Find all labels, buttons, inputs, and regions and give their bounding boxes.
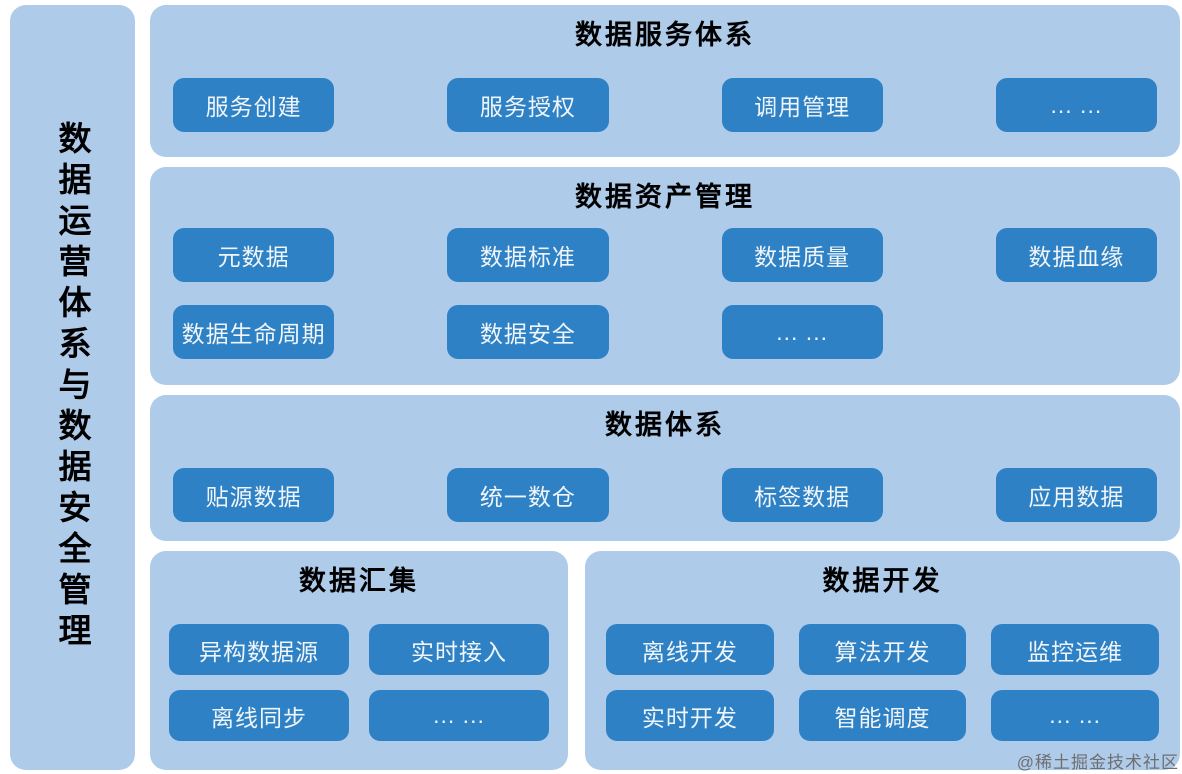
module-chip: 数据生命周期: [173, 305, 335, 359]
module-chip: ... ...: [721, 305, 883, 359]
module-chip: 离线开发: [606, 624, 774, 675]
module-chip: 数据血缘: [995, 228, 1157, 282]
module-chip: 数据标准: [447, 228, 609, 282]
main-panel-stack: 数据服务体系 服务创建 服务授权 调用管理 ... ... 数据资产管理 元数据 数据标…: [150, 5, 1180, 770]
module-grid-data-service: 服务创建 服务授权 调用管理 ... ...: [150, 78, 1180, 132]
panel-title-data-service: 数据服务体系: [575, 20, 755, 50]
panel-data-service: 数据服务体系 服务创建 服务授权 调用管理 ... ...: [150, 5, 1180, 157]
module-chip: 服务创建: [173, 78, 335, 132]
module-chip: 元数据: [173, 228, 335, 282]
panel-title-data-collection: 数据汇集: [299, 566, 419, 596]
panel-title-data-system: 数据体系: [605, 410, 725, 440]
module-chip: ... ...: [991, 690, 1159, 741]
module-chip: ... ...: [995, 78, 1157, 132]
sidebar-label: 数据运营体系与数据安全管理: [54, 121, 91, 654]
module-chip: 实时接入: [369, 624, 549, 675]
module-grid-data-system: 贴源数据 统一数仓 标签数据 应用数据: [150, 468, 1180, 522]
module-chip: 服务授权: [447, 78, 609, 132]
module-chip: 标签数据: [721, 468, 883, 522]
module-chip: 实时开发: [606, 690, 774, 741]
module-chip: 异构数据源: [169, 624, 349, 675]
module-chip: 监控运维: [991, 624, 1159, 675]
module-chip: 应用数据: [995, 468, 1157, 522]
module-chip: 数据质量: [721, 228, 883, 282]
panel-data-collection: 数据汇集 异构数据源实时接入离线同步 ... ...: [150, 551, 568, 770]
panel-data-development: 数据开发 离线开发算法开发监控运维实时开发智能调度 ... ...: [585, 551, 1180, 770]
module-chip: 智能调度: [798, 690, 967, 741]
panel-data-asset-management: 数据资产管理 元数据 数据标准 数据质量 数据血缘数据生命周期 数据安全 ... ...: [150, 167, 1180, 385]
module-chip: 调用管理: [721, 78, 883, 132]
panel-title-data-development: 数据开发: [822, 566, 943, 596]
module-chip: 离线同步: [169, 690, 349, 741]
module-chip: 贴源数据: [173, 468, 335, 522]
module-grid-data-collection: 异构数据源实时接入离线同步 ... ...: [150, 624, 568, 741]
module-grid-data-asset-management: 元数据 数据标准 数据质量 数据血缘数据生命周期 数据安全 ... ...: [150, 228, 1180, 359]
panel-title-data-asset-management: 数据资产管理: [575, 182, 755, 212]
watermark: @稀土掘金技术社区: [1016, 753, 1179, 772]
module-chip: 统一数仓: [447, 468, 609, 522]
module-grid-data-development: 离线开发算法开发监控运维实时开发智能调度 ... ...: [585, 624, 1180, 741]
module-chip: 算法开发: [798, 624, 967, 675]
module-chip: 数据安全: [447, 305, 609, 359]
module-chip: ... ...: [369, 690, 549, 741]
sidebar-data-ops-and-security: 数据运营体系与数据安全管理: [10, 5, 135, 770]
panel-data-system: 数据体系 贴源数据 统一数仓 标签数据 应用数据: [150, 395, 1180, 541]
bottom-panel-row: 数据汇集 异构数据源实时接入离线同步 ... ... 数据开发 离线开发算法开发监…: [150, 551, 1180, 770]
